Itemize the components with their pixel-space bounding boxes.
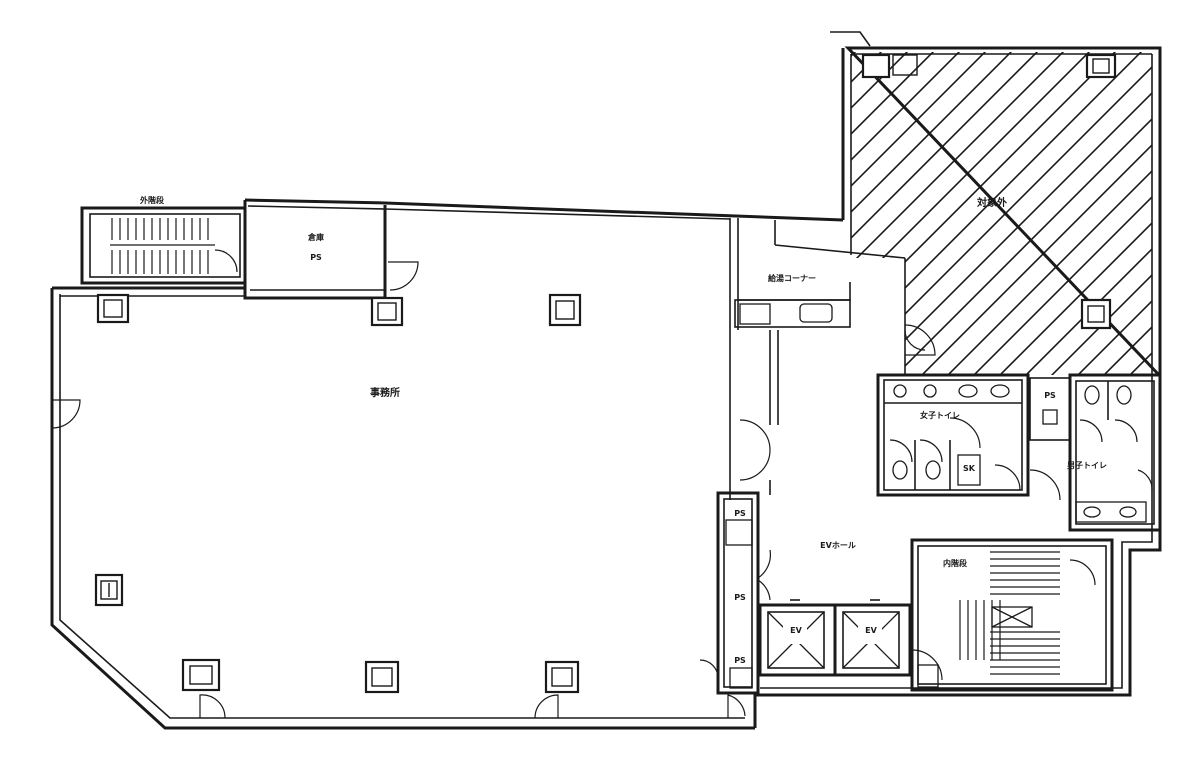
- hatch-line: [1098, 52, 1152, 375]
- hatch-line: [501, 50, 831, 380]
- hatch-line: [851, 52, 1092, 375]
- main-office-label: 事務所: [370, 386, 400, 399]
- main-stair-label: 内階段: [943, 558, 967, 568]
- elevator-car: EV: [767, 611, 825, 669]
- elevators: EV EV: [758, 599, 912, 677]
- column: [96, 293, 130, 324]
- urinal-row: [893, 384, 1010, 398]
- womens-toilet-label: 女子トイレ: [920, 410, 960, 420]
- main-office: 事務所: [51, 218, 746, 719]
- hatch-line: [851, 52, 962, 375]
- column: [548, 293, 582, 327]
- ev-1-label: EV: [790, 626, 802, 635]
- ps-2-label: PS: [734, 593, 746, 602]
- west-stair-label: 外階段: [140, 195, 164, 205]
- hatch-line: [851, 52, 1040, 375]
- mens-toilet-label: 男子トイレ: [1067, 461, 1107, 470]
- ev-2-label: EV: [865, 626, 877, 635]
- hatch-line: [851, 52, 1014, 375]
- hatch-line: [916, 52, 1152, 375]
- sk-label: SK: [963, 464, 976, 473]
- column: [861, 53, 918, 79]
- west-stair: 外階段: [80, 195, 247, 285]
- hatch-line: [851, 52, 1144, 375]
- hatch-line: [864, 52, 1152, 375]
- corridor-doors: [739, 330, 779, 601]
- hatch-line: [994, 52, 1152, 375]
- pt-label: PS: [1044, 391, 1056, 400]
- column: [544, 660, 580, 694]
- column: [94, 573, 124, 607]
- hatch-line: [942, 52, 1152, 375]
- column: [181, 658, 221, 692]
- hatch-line: [1124, 52, 1152, 375]
- hatch-line: [890, 52, 1152, 375]
- ps-1-label: PS: [734, 509, 746, 518]
- storage-room-label: 倉庫: [307, 232, 324, 242]
- column: [370, 296, 404, 327]
- ps-shafts: PS PS PS: [699, 491, 760, 695]
- storage-door: [388, 261, 419, 291]
- hatch-line: [851, 52, 936, 375]
- outer-walls: [50, 198, 1162, 730]
- hatched-area-label: 対象外: [976, 196, 1007, 209]
- hatch-line: [851, 52, 988, 375]
- kitchen-area: 給湯コーナー: [734, 220, 936, 375]
- column: [1085, 53, 1117, 79]
- hatch-line: [851, 52, 910, 375]
- hatch-line: [1072, 52, 1152, 375]
- hatch-line: [851, 52, 1066, 375]
- main-stair: 内階段: [910, 538, 1114, 692]
- ps-3-label: PS: [734, 656, 746, 665]
- kitchen-area-label: 給湯コーナー: [768, 273, 816, 283]
- storage-room-sub-label: PS: [310, 253, 322, 262]
- column: [1080, 298, 1112, 330]
- hatch-line: [968, 52, 1152, 375]
- hatch-line: [851, 52, 1118, 375]
- hatch-line: [1150, 52, 1152, 375]
- toilets: 女子トイレ SK PS 男子トイレ: [876, 373, 1162, 532]
- hatch-line: [851, 52, 1152, 375]
- hatch-line: [1177, 50, 1200, 380]
- elevator-car: EV: [842, 611, 900, 669]
- hatch-line: [1020, 52, 1152, 375]
- column: [364, 660, 400, 694]
- columns: [94, 53, 1117, 694]
- elevator-hall-label: EVホール: [820, 541, 856, 550]
